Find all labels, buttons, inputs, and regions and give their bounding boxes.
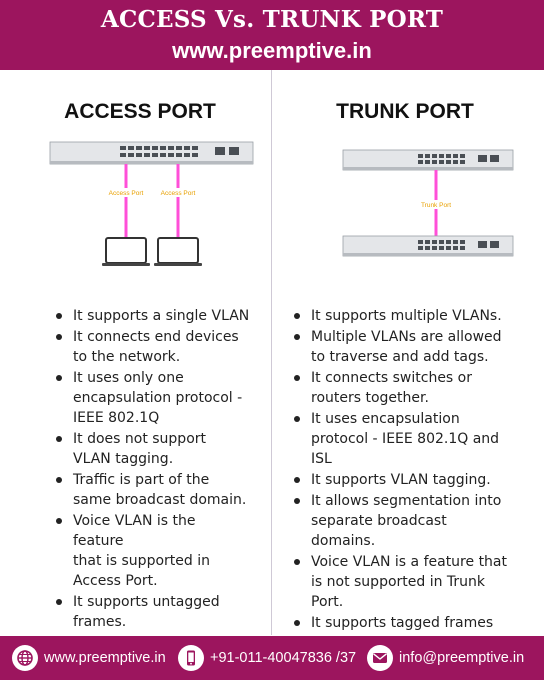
feature-text-line: It allows segmentation into	[311, 493, 502, 509]
mobile-phone-icon	[178, 645, 204, 671]
trunk-feature-item: It connects switches or routers together.	[290, 368, 520, 408]
trunk-feature-item: Voice VLAN is a feature that is not suppo…	[290, 552, 520, 612]
header-website[interactable]: www.preemptive.in	[172, 38, 372, 63]
trunk-feature-item: It supports VLAN tagging.	[290, 470, 520, 490]
feature-text-line: same broadcast domain.	[73, 492, 247, 508]
access-port-diagram: Access Port Access Port	[49, 141, 254, 266]
feature-text-line: Traffic is part of the	[73, 472, 210, 488]
footer-email: info@preemptive.in	[399, 650, 525, 666]
access-port-title: ACCESS PORT	[64, 100, 216, 123]
feature-text-line: ISL	[311, 451, 332, 467]
access-feature-item: It uses only one encapsulation protocol -…	[52, 368, 264, 428]
footer-website-link[interactable]: www.preemptive.in	[12, 644, 166, 672]
access-port-features: It supports a single VLAN It connects end…	[52, 306, 264, 633]
feature-text-line: Access Port.	[73, 573, 158, 589]
feature-text-line: that is supported in	[73, 553, 210, 569]
feature-text-line: frames.	[73, 614, 127, 630]
feature-text-line: It supports untagged	[73, 594, 220, 610]
feature-text-line: It supports tagged frames	[311, 615, 494, 631]
footer-phone: +91-011-40047836 /37	[210, 650, 357, 666]
feature-text-line: It supports VLAN tagging.	[311, 472, 491, 488]
access-feature-item: Voice VLAN is the feature that is supporte…	[52, 511, 264, 591]
feature-text-line: It connects end devices	[73, 329, 239, 345]
globe-icon	[12, 645, 38, 671]
header-banner: ACCESS Vs. TRUNK PORT www.preemptive.in	[0, 0, 544, 70]
trunk-port-diagram: Trunk Port	[342, 149, 514, 257]
feature-text-line: to the network.	[73, 349, 181, 365]
trunk-port-label: Trunk Port	[421, 202, 451, 209]
feature-text-line: It supports multiple VLANs.	[311, 308, 502, 324]
feature-text-line: It uses encapsulation	[311, 411, 460, 427]
laptop-icon	[102, 237, 150, 266]
feature-text-line: to traverse and add tags.	[311, 349, 489, 365]
feature-text-line: Multiple VLANs are allowed	[311, 329, 502, 345]
feature-text-line: It uses only one	[73, 370, 184, 386]
footer-website: www.preemptive.in	[44, 650, 166, 666]
column-divider	[271, 70, 272, 635]
access-switch	[49, 141, 254, 165]
trunk-feature-item: It uses encapsulation protocol - IEEE 802…	[290, 409, 520, 469]
feature-text-line: is not supported in Trunk	[311, 574, 486, 590]
feature-text-line: routers together.	[311, 390, 429, 406]
feature-text-line: IEEE 802.1Q	[73, 410, 160, 426]
access-feature-item: It connects end devices to the network.	[52, 327, 264, 367]
feature-text-line: VLAN tagging.	[73, 451, 174, 467]
access-port-label-1: Access Port	[109, 190, 144, 197]
feature-text-line: It connects switches or	[311, 370, 472, 386]
feature-text-line: It supports a single VLAN	[73, 308, 250, 324]
trunk-feature-item: It supports multiple VLANs.	[290, 306, 520, 326]
feature-text-line: Voice VLAN is a feature that	[311, 554, 507, 570]
feature-text-line: encapsulation protocol -	[73, 390, 243, 406]
feature-text-line: feature	[73, 533, 124, 549]
feature-text-line: It does not support	[73, 431, 207, 447]
access-feature-item: Traffic is part of the same broadcast dom…	[52, 470, 264, 510]
trunk-port-features: It supports multiple VLANs. Multiple VLAN…	[290, 306, 520, 634]
feature-text-line: domains.	[311, 533, 376, 549]
footer-email-link[interactable]: info@preemptive.in	[367, 644, 524, 672]
footer-bar: www.preemptive.in +91-011-40047836 /37 i…	[0, 636, 544, 680]
trunk-switch-top	[342, 149, 514, 171]
trunk-feature-item: It allows segmentation into separate broa…	[290, 491, 520, 551]
access-feature-item: It supports untagged frames.	[52, 592, 264, 632]
page-title: ACCESS Vs. TRUNK PORT	[100, 6, 444, 33]
trunk-feature-item: Multiple VLANs are allowed to traverse an…	[290, 327, 520, 367]
envelope-icon	[367, 645, 393, 671]
trunk-feature-item: It supports tagged frames	[290, 613, 520, 633]
access-port-label-2: Access Port	[161, 190, 196, 197]
access-feature-item: It supports a single VLAN	[52, 306, 264, 326]
feature-text-line: protocol - IEEE 802.1Q and	[311, 431, 500, 447]
laptop-icon	[154, 237, 202, 266]
trunk-switch-bottom	[342, 235, 514, 257]
footer-phone-link[interactable]: +91-011-40047836 /37	[178, 644, 356, 672]
trunk-port-title: TRUNK PORT	[336, 100, 474, 123]
feature-text-line: Port.	[311, 594, 344, 610]
feature-text-line: Voice VLAN is the	[73, 513, 196, 529]
feature-text-line: separate broadcast	[311, 513, 447, 529]
